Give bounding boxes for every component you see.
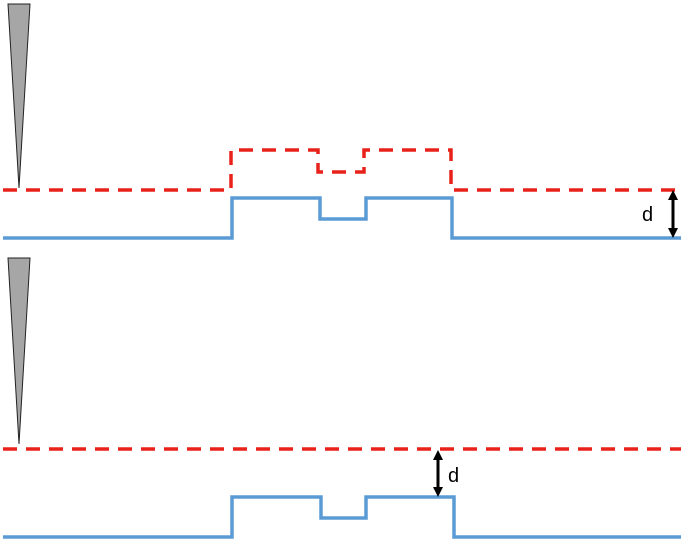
bottom-afm-tip-icon: [7, 257, 31, 445]
top-panel: d: [3, 3, 681, 240]
bottom-distance-label: d: [448, 465, 459, 487]
bottom-panel: d: [3, 257, 681, 539]
top-sample-surface-line: [3, 196, 681, 240]
top-distance-label: d: [642, 204, 653, 226]
top-afm-tip-icon: [7, 3, 31, 189]
top-tip-trajectory-line: [3, 148, 681, 192]
bottom-sample-surface-line: [3, 495, 681, 539]
